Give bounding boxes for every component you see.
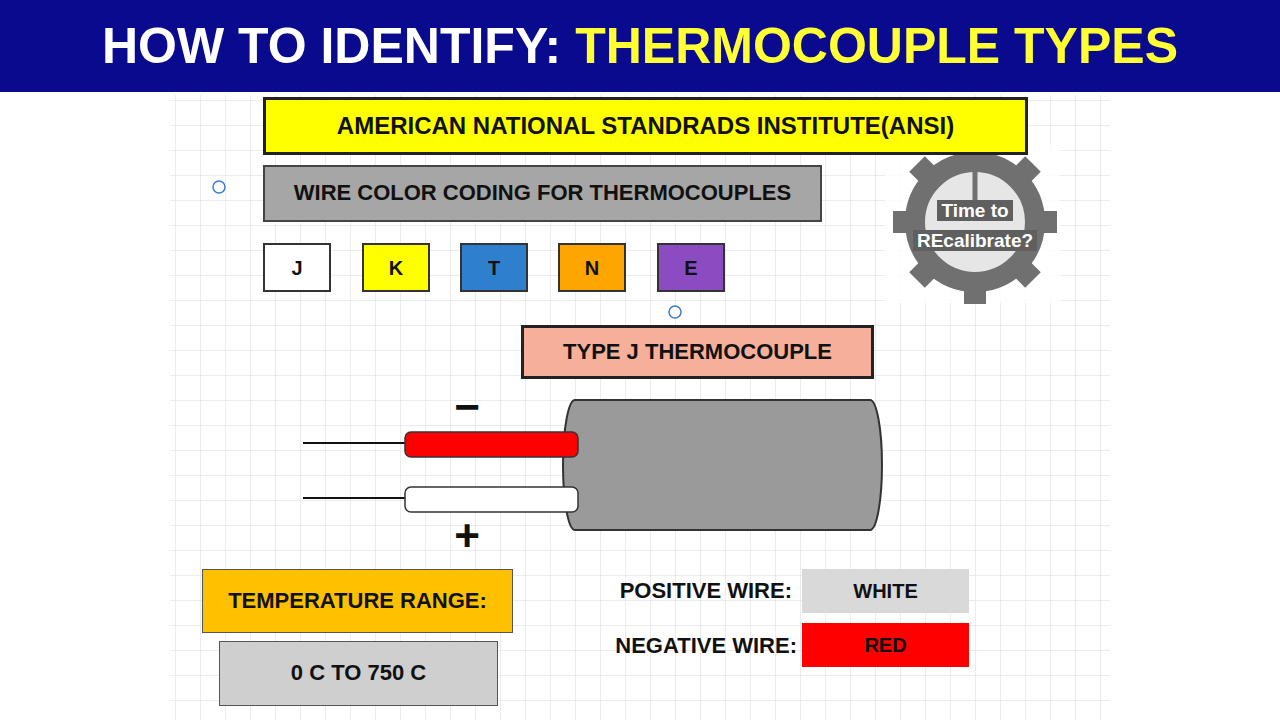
box-text: J [291, 257, 302, 279]
gear-teeth [893, 140, 1057, 304]
text-row: AMERICAN NATIONAL STANDRADS INSTITUTE(AN… [337, 113, 954, 139]
range-heading-box: TEMPERATURE RANGE: [202, 569, 513, 633]
text-row: RED [864, 634, 906, 656]
box-text: RED [864, 634, 906, 656]
bare-wire [303, 442, 406, 444]
box-text: TEMPERATURE RANGE: [228, 589, 487, 613]
grid-ground [170, 95, 1110, 720]
wire-color-box: RED [802, 623, 969, 667]
text-row: WHITE [853, 580, 917, 602]
text-row: WIRE COLOR CODING FOR THERMOCOUPLES [294, 181, 791, 205]
polarity-sign: − [454, 385, 480, 429]
text-row: E [684, 257, 697, 279]
box-text: WHITE [853, 580, 917, 602]
box-text: HOW TO IDENTIFY: [102, 19, 561, 74]
handle-dot [213, 181, 225, 193]
box-text: E [684, 257, 697, 279]
gear-logo [885, 140, 1060, 304]
handle-dot [669, 306, 681, 318]
title-banner: HOW TO IDENTIFY: THERMOCOUPLE TYPES [0, 0, 1280, 92]
type-heading-box: TYPE J THERMOCOUPLE [521, 325, 874, 379]
box-text: N [585, 257, 599, 279]
gear-spoke [973, 165, 978, 200]
thermocouple-illustration [303, 400, 882, 530]
bare-wire [303, 497, 406, 499]
type-swatch: E [657, 243, 725, 292]
text-row: 0 C TO 750 C [291, 661, 426, 685]
box-text: AMERICAN NATIONAL STANDRADS INSTITUTE(AN… [337, 113, 954, 139]
text-row: T [488, 257, 500, 279]
wire-caption: NEGATIVE WIRE: [615, 635, 797, 657]
box-text: K [389, 257, 403, 279]
standard-box: AMERICAN NATIONAL STANDRADS INSTITUTE(AN… [263, 97, 1028, 155]
positive-wire-insulation [405, 487, 578, 512]
logo-ground [885, 145, 1060, 303]
box-text: TYPE J THERMOCOUPLE [563, 340, 832, 364]
logo-text: REcalibrate? [913, 230, 1037, 251]
text-row: K [389, 257, 403, 279]
heading-box: WIRE COLOR CODING FOR THERMOCOUPLES [263, 165, 822, 222]
wire-color-box: WHITE [802, 569, 969, 613]
box-text: 0 C TO 750 C [291, 661, 426, 685]
box-text: T [488, 257, 500, 279]
logo-text: Time to [937, 200, 1012, 221]
type-swatch: K [362, 243, 430, 292]
probe-sheath [563, 400, 882, 530]
wire-caption: POSITIVE WIRE: [620, 580, 792, 602]
range-value-box: 0 C TO 750 C [219, 641, 498, 706]
negative-wire-insulation [405, 432, 578, 457]
polarity-sign: + [454, 514, 480, 558]
text-row: J [291, 257, 302, 279]
text-row: N [585, 257, 599, 279]
box-text: THERMOCOUPLE TYPES [575, 19, 1178, 74]
gear-ring [915, 162, 1035, 282]
text-row: HOW TO IDENTIFY: THERMOCOUPLE TYPES [102, 19, 1178, 74]
type-swatch: T [460, 243, 528, 292]
text-row: TEMPERATURE RANGE: [228, 589, 487, 613]
type-swatch: N [558, 243, 626, 292]
box-text: WIRE COLOR CODING FOR THERMOCOUPLES [294, 181, 791, 205]
type-swatch: J [263, 243, 331, 292]
text-row: TYPE J THERMOCOUPLE [563, 340, 832, 364]
